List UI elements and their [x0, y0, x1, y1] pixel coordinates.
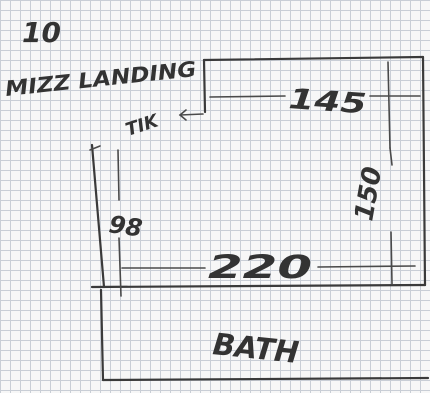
dim-left-line-upper	[117, 149, 120, 201]
dim-right-label: 150	[349, 165, 388, 224]
tik-label: TIK	[123, 110, 163, 141]
dim-right-line-lower	[390, 231, 393, 285]
room-outline-floor-line	[90, 283, 427, 289]
room-outline-inner-left-wall	[202, 58, 207, 114]
room-name-label: MIZZ LANDING	[4, 57, 197, 101]
dim-left-line-lower	[118, 237, 122, 297]
dim-left-tick-top	[89, 145, 101, 151]
dim-bottom-line-right	[317, 265, 416, 268]
dim-top-tick	[387, 61, 391, 149]
room-outline-top-wall	[202, 55, 425, 62]
room-outline-left-wall	[90, 143, 106, 289]
dim-top-label: 145	[288, 82, 368, 120]
dim-right-line-upper	[389, 147, 393, 166]
bath-label: BATH	[211, 327, 300, 371]
tik-arrow-line	[179, 113, 204, 116]
bath-box-left	[99, 288, 105, 382]
top-note-label: 10	[22, 16, 61, 49]
dim-top-line-left	[209, 95, 286, 98]
dim-left-label: 98	[107, 210, 144, 242]
room-outline-right-wall	[421, 55, 427, 287]
tik-arrow-head	[178, 109, 187, 121]
dim-bottom-label: 220	[208, 248, 312, 286]
bath-box-bottom	[101, 376, 430, 382]
